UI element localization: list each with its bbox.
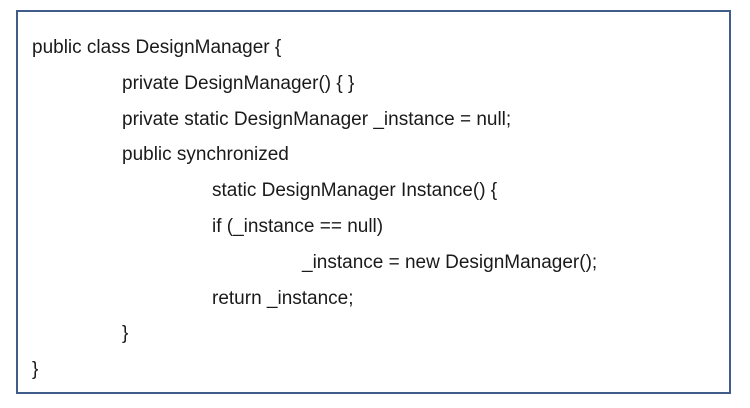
code-frame: public class DesignManager { private Des… [16,10,731,394]
code-line-10: } [32,359,39,381]
code-line-7: _instance = new DesignManager(); [302,251,598,273]
code-line-6: if (_instance == null) [212,215,384,237]
code-line-8: return _instance; [212,287,354,309]
code-line-5: static DesignManager Instance() { [212,180,498,202]
code-line-9: } [122,323,129,345]
code-line-4: public synchronized [122,144,289,166]
code-line-2: private DesignManager() { } [122,72,355,94]
code-line-3: private static DesignManager _instance =… [122,108,512,130]
code-block: public class DesignManager { private Des… [32,30,597,388]
code-line-1: public class DesignManager { [32,37,282,58]
